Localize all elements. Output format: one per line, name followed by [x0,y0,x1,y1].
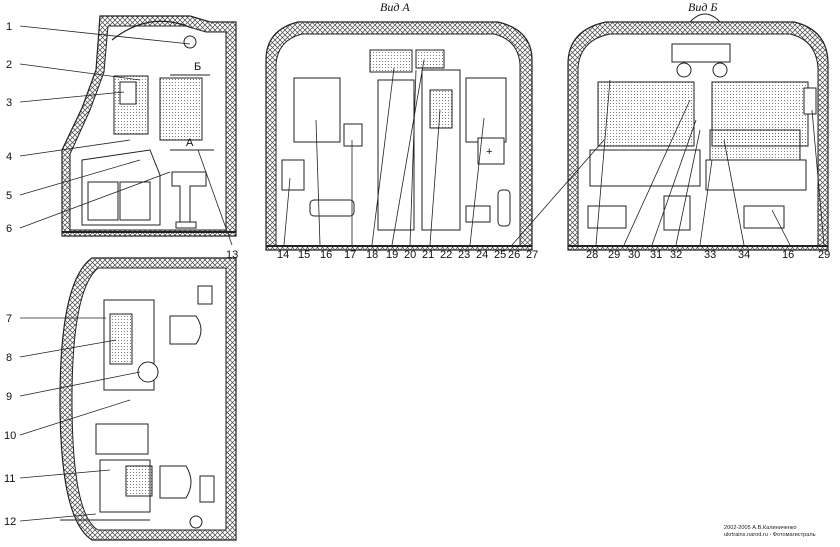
headlamp-left [676,62,692,78]
view-a: Вид А + [265,0,533,251]
console-b [705,159,807,191]
callout-4: 4 [6,151,12,163]
lower-wheel [189,515,203,529]
view-b: Вид Б [567,0,829,251]
callout-29: 29 [608,249,620,261]
window-a-left [293,77,341,143]
extinguisher [497,189,511,227]
callout-2: 2 [6,59,12,71]
leader-lines [19,25,825,522]
callout-29b: 29 [818,249,830,261]
upper-seat [169,315,202,345]
callout-labels: 1 2 3 4 5 6 7 8 9 10 11 12 13 14 15 16 1… [4,21,830,528]
callout-5: 5 [6,190,12,202]
callout-28: 28 [586,249,598,261]
callout-34: 34 [738,249,750,261]
callout-7: 7 [6,313,12,325]
callout-20: 20 [404,249,416,261]
door-a [377,79,415,231]
callout-11: 11 [4,473,15,485]
callout-30: 30 [628,249,640,261]
view-a-title: Вид А [380,0,410,14]
view-b-title: Вид Б [688,0,717,14]
panel-box-a [281,159,305,191]
callout-16: 16 [320,249,332,261]
upper-box [197,285,213,305]
callout-8: 8 [6,352,12,364]
heater-pipe [309,199,355,217]
callout-16b: 16 [782,249,794,261]
callout-22: 22 [440,249,452,261]
side-section-view: Б А [61,15,237,237]
windscreen-left [597,81,695,147]
window-a-right [465,77,507,143]
callout-33: 33 [704,249,716,261]
seat-left-b [587,205,627,229]
plan-view [59,257,237,541]
top-panel-b [671,43,731,63]
lower-box [95,423,149,455]
first-aid-box [477,137,505,165]
callout-23: 23 [458,249,470,261]
callout-19: 19 [386,249,398,261]
callout-9: 9 [6,391,12,403]
callout-6: 6 [6,223,12,235]
credit-block: 2002-2005 А.В.Калиниченко ukrtrains.naro… [724,525,836,539]
console-upper-grid [109,313,133,365]
top-lamp [183,35,197,49]
side-window [159,77,203,141]
roof-dome [111,20,193,41]
callout-18: 18 [366,249,378,261]
callout-31: 31 [650,249,662,261]
callout-24: 24 [476,249,488,261]
door-window [429,89,453,129]
vent-grille-left [369,49,413,73]
phone-unit [343,123,363,147]
marker-a: А [186,137,194,149]
cabinet-b [663,195,691,231]
desk-box-right [119,181,151,221]
headlamp-right [712,62,728,78]
instrument-panel-b [709,129,801,161]
callout-15: 15 [298,249,310,261]
seat-base [175,221,197,229]
step-box [465,205,491,223]
vent-grille-right [415,49,445,69]
first-aid-cross: + [486,146,492,158]
lower-seat [159,465,192,499]
callout-12: 12 [4,516,16,528]
control-panel-b [589,149,701,187]
view-b-dome [689,13,721,23]
callout-13: 13 [226,249,238,261]
side-unit-b [803,87,817,115]
credit-line-2: ukrtrains.narod.ru - Фотомагистраль [724,532,816,538]
callout-17: 17 [344,249,356,261]
callout-21: 21 [422,249,434,261]
callout-27: 27 [526,249,538,261]
upper-wheel [137,361,159,383]
credit-line-1: 2002-2005 А.В.Калиниченко [724,525,797,531]
lower-right-box [199,475,215,503]
callout-32: 32 [670,249,682,261]
callout-3: 3 [6,97,12,109]
callout-26: 26 [508,249,520,261]
callout-14: 14 [277,249,289,261]
callout-25: 25 [494,249,506,261]
seat-right-b [743,205,785,229]
lower-grid [125,465,153,497]
callout-1: 1 [6,21,12,33]
marker-b: Б [194,61,201,73]
gauge-block [119,81,137,105]
callout-10: 10 [4,430,16,442]
